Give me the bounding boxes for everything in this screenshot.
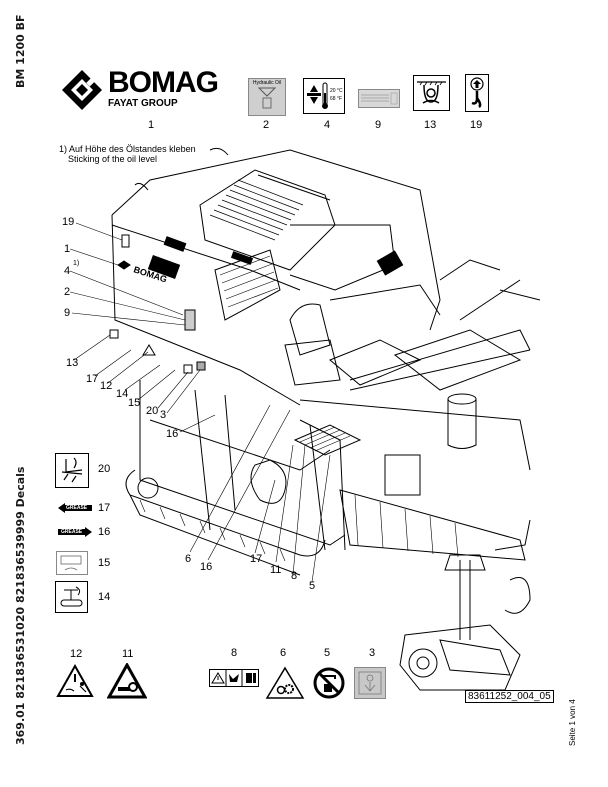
decal-number-6: 6 [280,647,287,659]
track-tension-decal [56,551,88,575]
grease-arrow-right-decal: GREASE [58,527,92,537]
fill-point-decal [354,667,386,699]
hydraulic-oil-decal: Hydraulic Oil [248,78,286,116]
document-caption: 369.01 821836531020 821836539999 Decals [14,466,27,745]
decal-number-16: 16 [98,526,111,538]
callout-20: 20 [146,405,159,417]
decal-number-4: 4 [324,119,331,131]
pinch-hazard-decal [55,453,89,488]
decal-number-12: 12 [70,648,83,660]
temperature-decal: 20 °C 68 °F [303,78,345,114]
temperature-fahrenheit: 68 °F [330,96,343,102]
grease-label-left: GREASE [66,505,88,511]
callout-11: 11 [270,564,282,576]
decal-number-9: 9 [375,119,382,131]
hydraulic-oil-text: Hydraulic Oil [252,80,282,86]
callout-4: 4 [64,265,71,277]
callout-17: 17 [86,373,99,385]
callout-1: 1 [64,243,71,255]
callout-3: 3 [160,409,167,421]
callout-14: 14 [116,388,129,400]
tie-down-decal [413,75,450,111]
milling-drum-warning-decal [107,663,147,699]
logo-brand: BOMAG [108,66,219,99]
decal-number-15: 15 [98,557,111,569]
decal-number-19: 19 [470,119,483,131]
drawing-number: 83611252_004_05 [465,690,554,703]
no-drinking-water-decal [313,667,345,699]
decal-number-2: 2 [263,119,270,131]
callout-16-upper: 16 [166,428,179,440]
grease-arrow-left-decal: GREASE [58,503,92,513]
callout-19: 19 [62,216,75,228]
callout-2: 2 [64,286,71,298]
callout-9: 9 [64,307,71,319]
decal-number-3: 3 [369,647,376,659]
decal-number-11: 11 [122,648,134,660]
callout-footnote-1: 1) [73,260,80,267]
decal-number-14: 14 [98,591,111,603]
decal-number-5: 5 [324,647,331,659]
gear-hazard-decal [265,666,305,699]
temperature-celsius: 20 °C [330,88,343,94]
decal-number-17: 17 [98,502,111,514]
callout-12: 12 [100,380,113,392]
lifting-hook-decal [465,74,489,112]
track-crush-decal [55,581,88,613]
page-indicator: Seite 1 von 4 [568,699,577,746]
note-english: Sticking of the oil level [68,154,158,164]
info-plate-decal [358,89,400,108]
callout-6: 6 [185,553,192,565]
note-german: 1) Auf Höhe des Ölstandes kleben [59,144,196,154]
callout-17-lower: 17 [250,553,263,565]
callout-16-lower: 16 [200,561,213,573]
callout-13: 13 [66,357,79,369]
decal-number-8: 8 [231,647,238,659]
decal-number-13: 13 [424,119,437,131]
logo-group: FAYAT GROUP [108,98,178,109]
callout-15: 15 [128,397,141,409]
crush-hazard-strip-decal [209,669,259,687]
bomag-diamond-icon [62,70,102,110]
run-over-warning-decal [56,664,94,697]
decal-number-20: 20 [98,463,111,475]
decal-number-1: 1 [148,119,155,131]
svg-text:BOMAG: BOMAG [132,264,168,284]
model-title: BM 1200 BF [14,14,27,88]
grease-label-right: GREASE [61,529,83,535]
callout-5: 5 [309,580,316,592]
bomag-logo: BOMAG FAYAT GROUP [60,66,230,112]
callout-8: 8 [291,570,298,582]
